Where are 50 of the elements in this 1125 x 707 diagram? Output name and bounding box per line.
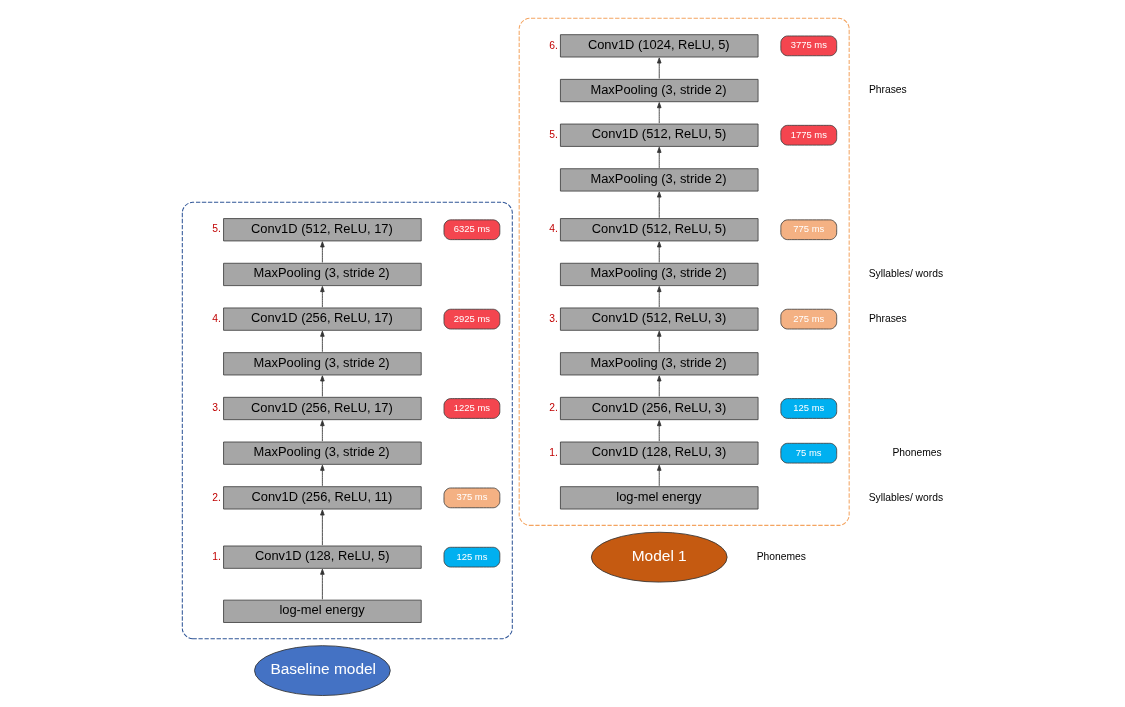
arrow	[656, 375, 661, 397]
node-box: 375 ms	[443, 487, 500, 509]
arrow	[656, 330, 661, 353]
node-ellipse: Baseline model	[253, 645, 391, 696]
label: Syllables/ words	[868, 268, 943, 280]
node-box: 75 ms	[779, 442, 837, 464]
arrow	[656, 102, 661, 124]
node-label: 4.	[548, 223, 558, 235]
arrow	[319, 286, 325, 308]
label: Syllables/ words	[868, 491, 943, 503]
node-label: 1.	[548, 446, 558, 458]
arrow	[656, 146, 661, 169]
arrow	[319, 420, 325, 442]
node-label: 2.	[548, 402, 558, 414]
node-label: 5.	[211, 223, 221, 235]
node-box: 1775 ms	[779, 124, 837, 146]
node-box: 2925 ms	[443, 308, 500, 330]
node-box: 125 ms	[779, 398, 837, 419]
node-label: 3.	[211, 402, 221, 414]
arrow	[656, 241, 661, 263]
arrow	[656, 191, 661, 219]
node-label: 5.	[548, 128, 558, 140]
node-label: 6.	[548, 39, 558, 51]
arrow	[319, 375, 325, 397]
node-box: 1225 ms	[443, 398, 500, 419]
label: Phrases	[868, 84, 907, 96]
arrow	[656, 464, 661, 487]
node-box: 275 ms	[779, 308, 837, 330]
arrow	[656, 286, 661, 308]
node-box: 6325 ms	[443, 219, 500, 241]
arrow	[319, 464, 325, 487]
node-box: 775 ms	[779, 219, 837, 241]
node-label: 1.	[211, 550, 221, 562]
node-label: 4.	[211, 312, 221, 324]
arrow	[656, 57, 661, 79]
arrow	[319, 509, 325, 546]
node-box: 3775 ms	[779, 35, 837, 57]
label: Phonemes	[891, 446, 942, 458]
arrow	[319, 330, 325, 353]
label: Phrases	[868, 312, 907, 324]
node-label: 2.	[211, 491, 221, 503]
node-ellipse: Model 1	[590, 531, 728, 583]
label: Phonemes	[756, 550, 806, 562]
cluster	[181, 201, 513, 640]
node-box: 125 ms	[443, 546, 500, 568]
arrow	[319, 241, 325, 263]
arrow	[319, 568, 325, 600]
cluster	[518, 17, 850, 526]
node-label: 3.	[548, 312, 558, 324]
arrow	[656, 420, 661, 442]
